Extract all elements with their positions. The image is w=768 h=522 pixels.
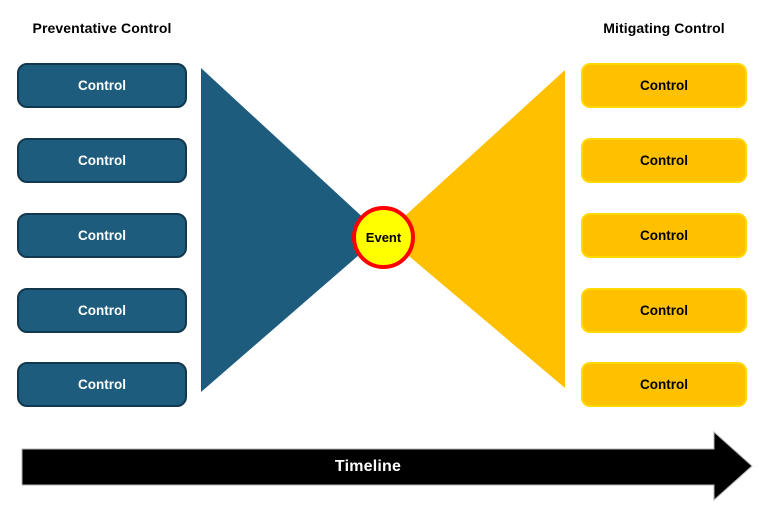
timeline-label: Timeline [334,458,402,475]
control-label: Control [640,377,688,392]
event-label: Event [365,230,402,245]
event-circle: Event [352,206,415,269]
control-label: Control [78,153,126,168]
control-label: Control [78,303,126,318]
mitigating-control-box: Control [581,138,747,183]
control-label: Control [640,78,688,93]
control-label: Control [78,377,126,392]
preventative-control-box: Control [17,63,187,108]
control-label: Control [78,78,126,93]
control-label: Control [640,228,688,243]
mitigating-control-box: Control [581,288,747,333]
control-label: Control [640,303,688,318]
mitigating-column-title: Mitigating Control [603,20,725,36]
preventative-control-box: Control [17,288,187,333]
mitigating-control-box: Control [581,362,747,407]
mitigating-funnel-triangle [384,70,565,388]
preventative-control-box: Control [17,213,187,258]
preventative-funnel-triangle [201,68,382,392]
preventative-control-box: Control [17,362,187,407]
preventative-control-box: Control [17,138,187,183]
control-label: Control [78,228,126,243]
timeline-arrow [21,430,753,502]
preventative-column-title: Preventative Control [32,20,172,36]
control-label: Control [640,153,688,168]
mitigating-control-box: Control [581,63,747,108]
mitigating-control-box: Control [581,213,747,258]
